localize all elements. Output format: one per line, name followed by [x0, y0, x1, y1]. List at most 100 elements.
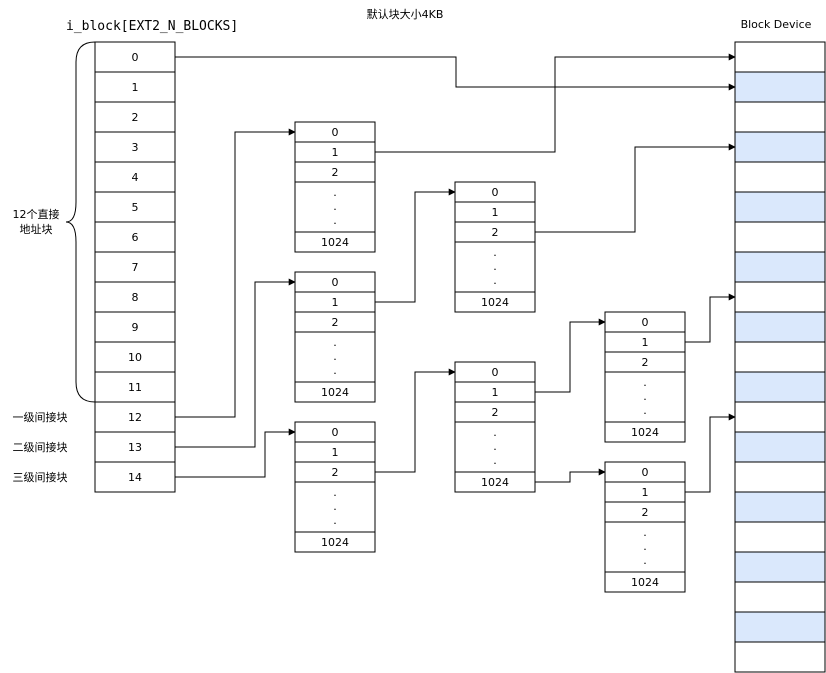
- ellipsis-dot: .: [643, 526, 647, 539]
- device-block-used: [734, 431, 826, 463]
- index-entry-label: 2: [332, 166, 339, 179]
- triple-indirect-label: 三级间接块: [13, 471, 68, 484]
- index-entry-label: 0: [492, 366, 499, 379]
- index-entry-label: 1: [332, 296, 339, 309]
- arrow-slot14-to-c: [175, 428, 296, 478]
- index-entry-label: 2: [642, 356, 649, 369]
- index-entry-label: 2: [642, 506, 649, 519]
- ellipsis-dot: .: [333, 214, 337, 227]
- device-block-used: [734, 71, 826, 103]
- device-block: [734, 281, 826, 313]
- index-last-label: 1024: [481, 296, 509, 309]
- device-block: [734, 401, 826, 433]
- iblock-slot: [94, 371, 176, 403]
- index-entry: [604, 421, 686, 443]
- index-block-a: 012...1024: [294, 121, 376, 253]
- index-last-label: 1024: [631, 576, 659, 589]
- device-block-used: [734, 131, 826, 163]
- ellipsis-dot: .: [643, 390, 647, 403]
- iblock-header: i_block[EXT2_N_BLOCKS]: [66, 19, 238, 34]
- index-entry-label: 1: [642, 486, 649, 499]
- iblock-slot-label: 1: [132, 81, 139, 94]
- iblock-slot-label: 6: [132, 231, 139, 244]
- ellipsis-dot: .: [643, 554, 647, 567]
- device-block-used: [734, 491, 826, 523]
- block-device: [734, 41, 826, 673]
- index-entry-label: 1: [492, 206, 499, 219]
- iblock-slot: [94, 341, 176, 373]
- device-label: Block Device: [741, 18, 812, 31]
- index-last-label: 1024: [481, 476, 509, 489]
- index-entry: [294, 231, 376, 253]
- index-last-label: 1024: [321, 386, 349, 399]
- index-blocks: 0 1 2... 1024 0 1 2... 1024 0 1 2... 1024 0 1 2... 1024…: [294, 121, 686, 593]
- iblock-slot: [94, 191, 176, 223]
- index-last-label: 1024: [321, 236, 349, 249]
- index-entry-label: 2: [332, 466, 339, 479]
- device-block-used: [734, 311, 826, 343]
- index-ellipsis-cell: [294, 181, 376, 233]
- arrow-a1-to-device: [375, 53, 736, 153]
- single-indirect-label: 一级间接块: [13, 411, 68, 424]
- arrow-g1-to-device: [685, 413, 736, 493]
- index-ellipsis-cell: [454, 241, 536, 293]
- ellipsis-dot: .: [333, 200, 337, 213]
- device-block-used: [734, 191, 826, 223]
- direct-blocks-brace: [65, 41, 96, 403]
- index-block-e: 0 1 2... 1024: [454, 361, 536, 493]
- index-block-c: 012...1024: [294, 421, 376, 553]
- index-entry-label: 2: [332, 316, 339, 329]
- device-block-used: [734, 251, 826, 283]
- direct-label-line1: 12个直接: [13, 207, 60, 221]
- iblock-slot-label: 2: [132, 111, 139, 124]
- ellipsis-dot: .: [493, 246, 497, 259]
- arrow-e-to-g: [535, 468, 606, 483]
- ellipsis-dot: .: [493, 426, 497, 439]
- index-entry-label: 1: [492, 386, 499, 399]
- ellipsis-dot: .: [643, 404, 647, 417]
- index-block-f: 012...1024: [604, 311, 686, 443]
- index-entry-label: 2: [492, 406, 499, 419]
- device-block: [734, 161, 826, 193]
- device-block: [734, 641, 826, 673]
- iblock-slot-label: 3: [132, 141, 139, 154]
- index-entry: [294, 381, 376, 403]
- ellipsis-dot: .: [333, 500, 337, 513]
- index-entry-label: 0: [492, 186, 499, 199]
- iblock-slot: [94, 41, 176, 73]
- arrow-slot0-to-device: [175, 56, 736, 91]
- arrow-b1-to-d: [375, 188, 456, 303]
- index-block-b: 012...1024: [294, 271, 376, 403]
- device-block: [734, 341, 826, 373]
- ellipsis-dot: .: [493, 440, 497, 453]
- device-block: [734, 41, 826, 73]
- index-ellipsis-cell: [294, 331, 376, 383]
- device-block-used: [734, 371, 826, 403]
- index-block-g: 012...1024: [604, 461, 686, 593]
- index-entry-label: 1: [642, 336, 649, 349]
- iblock-slot-label: 4: [132, 171, 139, 184]
- ellipsis-dot: .: [333, 486, 337, 499]
- index-entry: [294, 531, 376, 553]
- index-entry-label: 1: [332, 146, 339, 159]
- device-block: [734, 221, 826, 253]
- index-entry: [604, 571, 686, 593]
- iblock-slot: [94, 431, 176, 463]
- arrow-d2-to-device: [535, 143, 736, 233]
- index-entry-label: 0: [642, 316, 649, 329]
- iblock-slot-label: 11: [128, 381, 142, 394]
- ellipsis-dot: .: [333, 364, 337, 377]
- index-last-label: 1024: [321, 536, 349, 549]
- iblock-slot-label: 0: [132, 51, 139, 64]
- iblock-slot-label: 14: [128, 471, 142, 484]
- index-block-d: 012...1024: [454, 181, 536, 313]
- arrow-e1-to-f: [535, 318, 606, 393]
- index-entry: [454, 291, 536, 313]
- ellipsis-dot: .: [493, 454, 497, 467]
- index-entry-label: 0: [642, 466, 649, 479]
- ellipsis-dot: .: [333, 514, 337, 527]
- iblock-slot-label: 13: [128, 441, 142, 454]
- iblock-slot-label: 8: [132, 291, 139, 304]
- arrow-c2-to-e: [375, 368, 456, 473]
